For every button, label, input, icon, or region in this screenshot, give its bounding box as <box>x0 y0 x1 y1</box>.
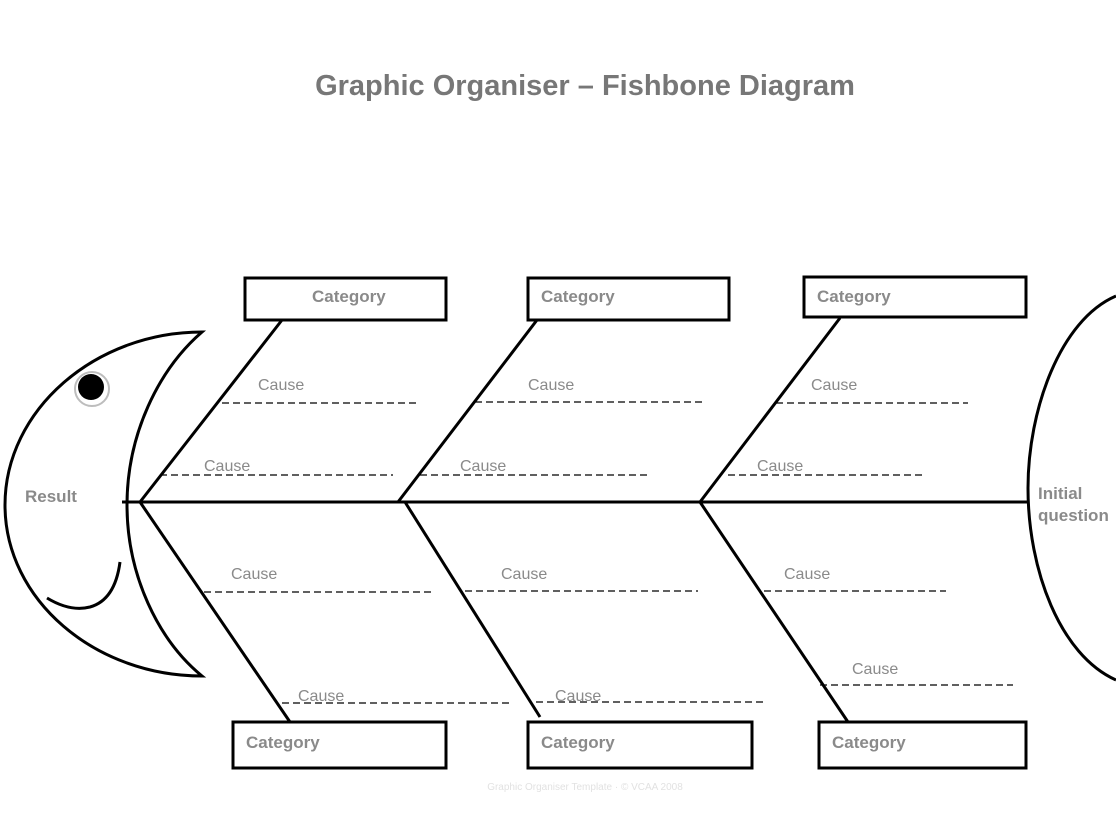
cause-label-bottom-inner-3: Cause <box>784 566 830 583</box>
category-box-bottom-2[interactable] <box>526 720 754 770</box>
category-box-bottom-3[interactable] <box>817 720 1028 770</box>
cause-label-top-outer-3: Cause <box>811 377 857 394</box>
cause-label-bottom-inner-2: Cause <box>501 566 547 583</box>
bone-top-1 <box>138 319 284 503</box>
category-label-bottom-1: Category <box>246 733 320 752</box>
cause-label-top-inner-1: Cause <box>204 458 250 475</box>
bone-bottom-1 <box>138 501 292 723</box>
fish-smile <box>46 561 122 610</box>
cause-label-top-inner-3: Cause <box>757 458 803 475</box>
category-box-bottom-1[interactable] <box>231 720 448 770</box>
fish-head <box>3 330 207 678</box>
page-title: Graphic Organiser – Fishbone Diagram <box>315 70 855 102</box>
footer-credit: Graphic Organiser Template · © VCAA 2008 <box>487 782 683 793</box>
bone-bottom-2 <box>403 501 542 718</box>
initial-question-label-line1: Initial <box>1038 484 1082 503</box>
bone-top-2 <box>396 319 539 503</box>
cause-label-bottom-outer-3: Cause <box>852 661 898 678</box>
cause-label-bottom-inner-1: Cause <box>231 566 277 583</box>
cause-label-bottom-outer-1: Cause <box>298 688 344 705</box>
category-box-top-2[interactable] <box>526 276 731 322</box>
result-label: Result <box>25 487 77 506</box>
category-label-top-2: Category <box>541 287 615 306</box>
cause-label-top-outer-1: Cause <box>258 377 304 394</box>
category-box-top-1[interactable] <box>243 276 448 322</box>
fish-pupil <box>78 374 104 400</box>
initial-question-label-line2: question <box>1038 506 1109 525</box>
fish-tail <box>1026 294 1116 682</box>
category-label-top-1: Category <box>312 287 386 306</box>
cause-label-top-inner-2: Cause <box>460 458 506 475</box>
cause-label-top-outer-2: Cause <box>528 377 574 394</box>
cause-lines <box>160 401 1013 704</box>
bone-top-3 <box>698 317 842 503</box>
category-label-top-3: Category <box>817 287 891 306</box>
cause-label-bottom-outer-2: Cause <box>555 688 601 705</box>
bone-bottom-3 <box>698 501 850 723</box>
category-label-bottom-2: Category <box>541 733 615 752</box>
category-box-top-3[interactable] <box>802 275 1028 319</box>
category-label-bottom-3: Category <box>832 733 906 752</box>
